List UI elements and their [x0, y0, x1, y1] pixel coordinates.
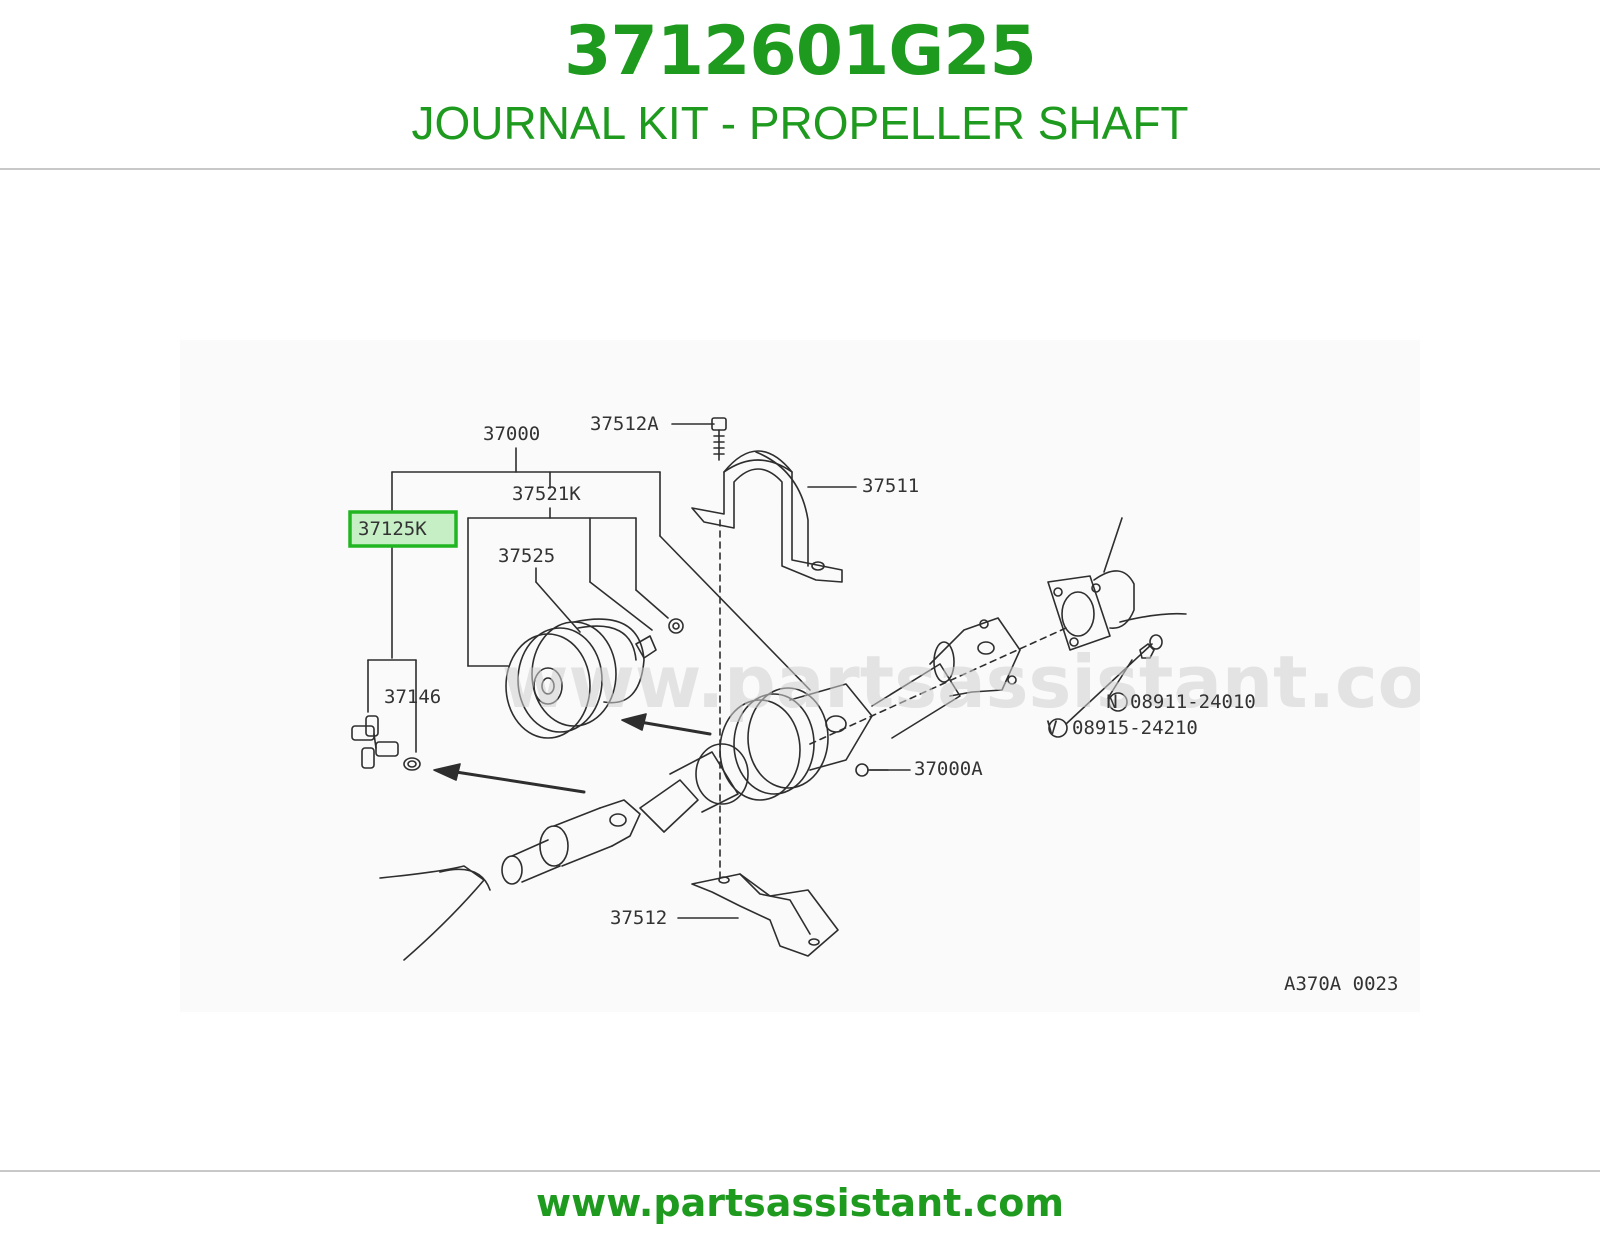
diagram-reference-code: A370A 0023: [1284, 973, 1398, 995]
callout-37000[interactable]: 37000: [483, 423, 540, 445]
part-number-title: 3712601G25: [564, 12, 1037, 91]
header-divider: [0, 168, 1600, 170]
n-marker-circle: [1108, 692, 1128, 712]
callout-37525[interactable]: 37525: [498, 545, 555, 567]
universal-joint-spider-drawing: [351, 715, 421, 771]
callout-08915-24210[interactable]: 08915-24210: [1072, 717, 1198, 739]
bearing-bracket-37511-drawing: [691, 450, 843, 583]
highlighted-part-box[interactable]: [348, 510, 458, 548]
bolt-axis-dashed: [809, 627, 1067, 745]
bolt-37512a-drawing: [711, 417, 727, 461]
v-marker: V: [1046, 717, 1057, 739]
v-marker-circle: [1048, 718, 1068, 738]
footer-divider: [0, 1170, 1600, 1172]
callout-37521k[interactable]: 37521K: [512, 483, 581, 505]
part-description: JOURNAL KIT - PROPELLER SHAFT: [411, 97, 1189, 149]
direction-arrows: [433, 713, 712, 794]
watermark-text: www.partsassistant.com: [502, 640, 1420, 724]
callout-37000a[interactable]: 37000A: [914, 758, 983, 780]
n-marker: N: [1106, 691, 1117, 713]
page-header: 3712601G25 JOURNAL KIT - PROPELLER SHAFT: [0, 0, 1600, 170]
parts-diagram-panel: www.partsassistant.com 37000 37512A 3751…: [180, 340, 1420, 1012]
callout-37146[interactable]: 37146: [384, 686, 441, 708]
propeller-shaft-drawing: [379, 617, 1021, 961]
callout-leader-lines: [367, 423, 1153, 919]
callout-08911-24010[interactable]: 08911-24010: [1130, 691, 1256, 713]
footer-website-link[interactable]: www.partsassistant.com: [536, 1181, 1064, 1225]
bracket-37512-drawing: [691, 873, 839, 957]
callout-37512a[interactable]: 37512A: [590, 413, 659, 435]
center-bearing-37525-drawing: [505, 618, 684, 739]
callout-37511[interactable]: 37511: [862, 475, 919, 497]
callout-37512[interactable]: 37512: [610, 907, 667, 929]
callout-37125k[interactable]: 37125K: [358, 518, 427, 540]
companion-flange-drawing: [1047, 517, 1187, 659]
propeller-shaft-diagram: www.partsassistant.com 37000 37512A 3751…: [348, 413, 1420, 995]
